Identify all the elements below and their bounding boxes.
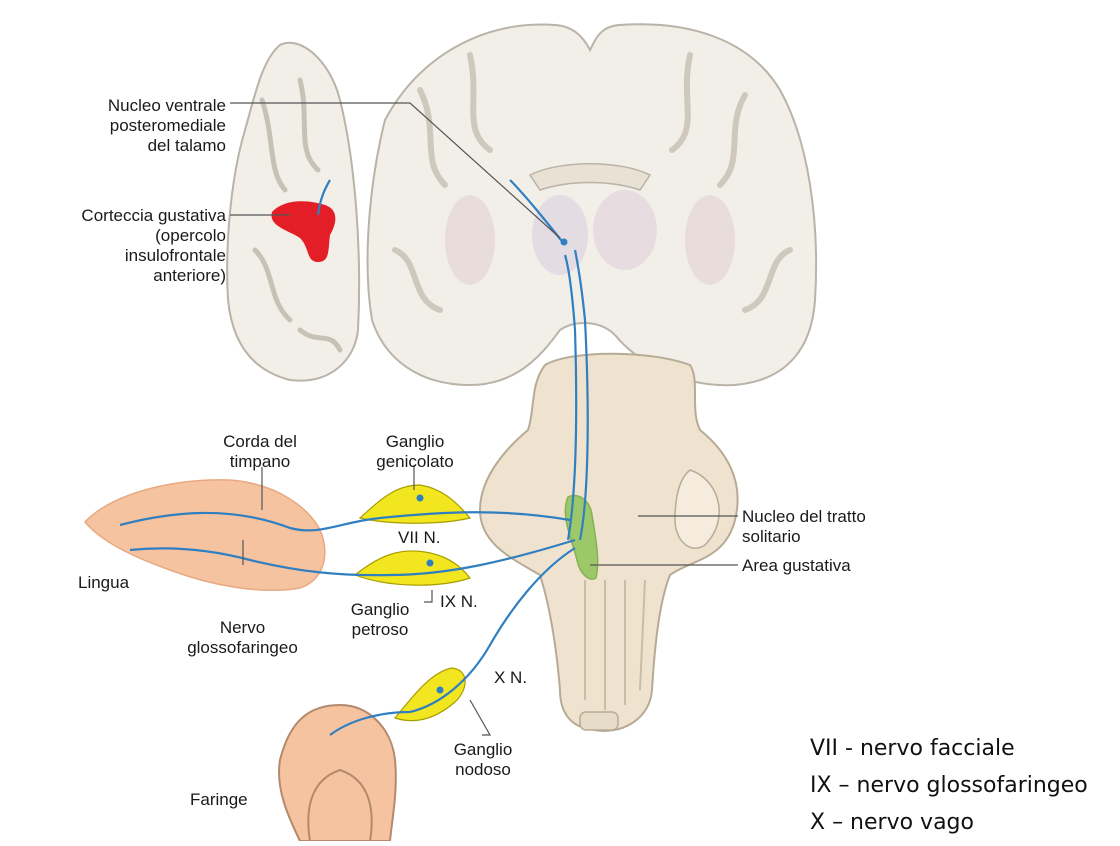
thalamus-cell xyxy=(561,239,568,246)
nerve-legend: VII - nervo facciale IX – nervo glossofa… xyxy=(810,730,1088,841)
nodoso-cell xyxy=(437,687,444,694)
label-nucleo-tratto-solitario: Nucleo del tratto solitario xyxy=(742,507,866,547)
label-x-n: X N. xyxy=(494,668,527,688)
genicolato-cell xyxy=(417,495,424,502)
coronal-brain-section xyxy=(368,24,817,385)
petroso-ganglion xyxy=(355,551,470,585)
legend-item-ix: IX – nervo glossofaringeo xyxy=(810,767,1088,804)
label-vii-n: VII N. xyxy=(398,528,441,548)
label-faringe: Faringe xyxy=(190,790,248,810)
label-lingua: Lingua xyxy=(78,573,129,593)
label-nucleo-ventrale: Nucleo ventrale posteromediale del talam… xyxy=(20,96,226,156)
label-ganglio-nodoso: Ganglio nodoso xyxy=(438,740,528,780)
label-ganglio-petroso: Ganglio petroso xyxy=(335,600,425,640)
legend-item-x: X – nervo vago xyxy=(810,804,1088,841)
label-ix-n: IX N. xyxy=(440,592,478,612)
label-nervo-glossofaringeo: Nervo glossofaringeo xyxy=(170,618,315,658)
label-corda-del-timpano: Corda del timpano xyxy=(200,432,320,472)
label-area-gustativa: Area gustativa xyxy=(742,556,851,576)
label-ganglio-genicolato: Ganglio genicolato xyxy=(365,432,465,472)
legend-item-vii: VII - nervo facciale xyxy=(810,730,1088,767)
pharynx xyxy=(279,705,396,841)
petroso-cell xyxy=(427,560,434,567)
label-corteccia-gustativa: Corteccia gustativa (opercolo insulofron… xyxy=(0,206,226,286)
